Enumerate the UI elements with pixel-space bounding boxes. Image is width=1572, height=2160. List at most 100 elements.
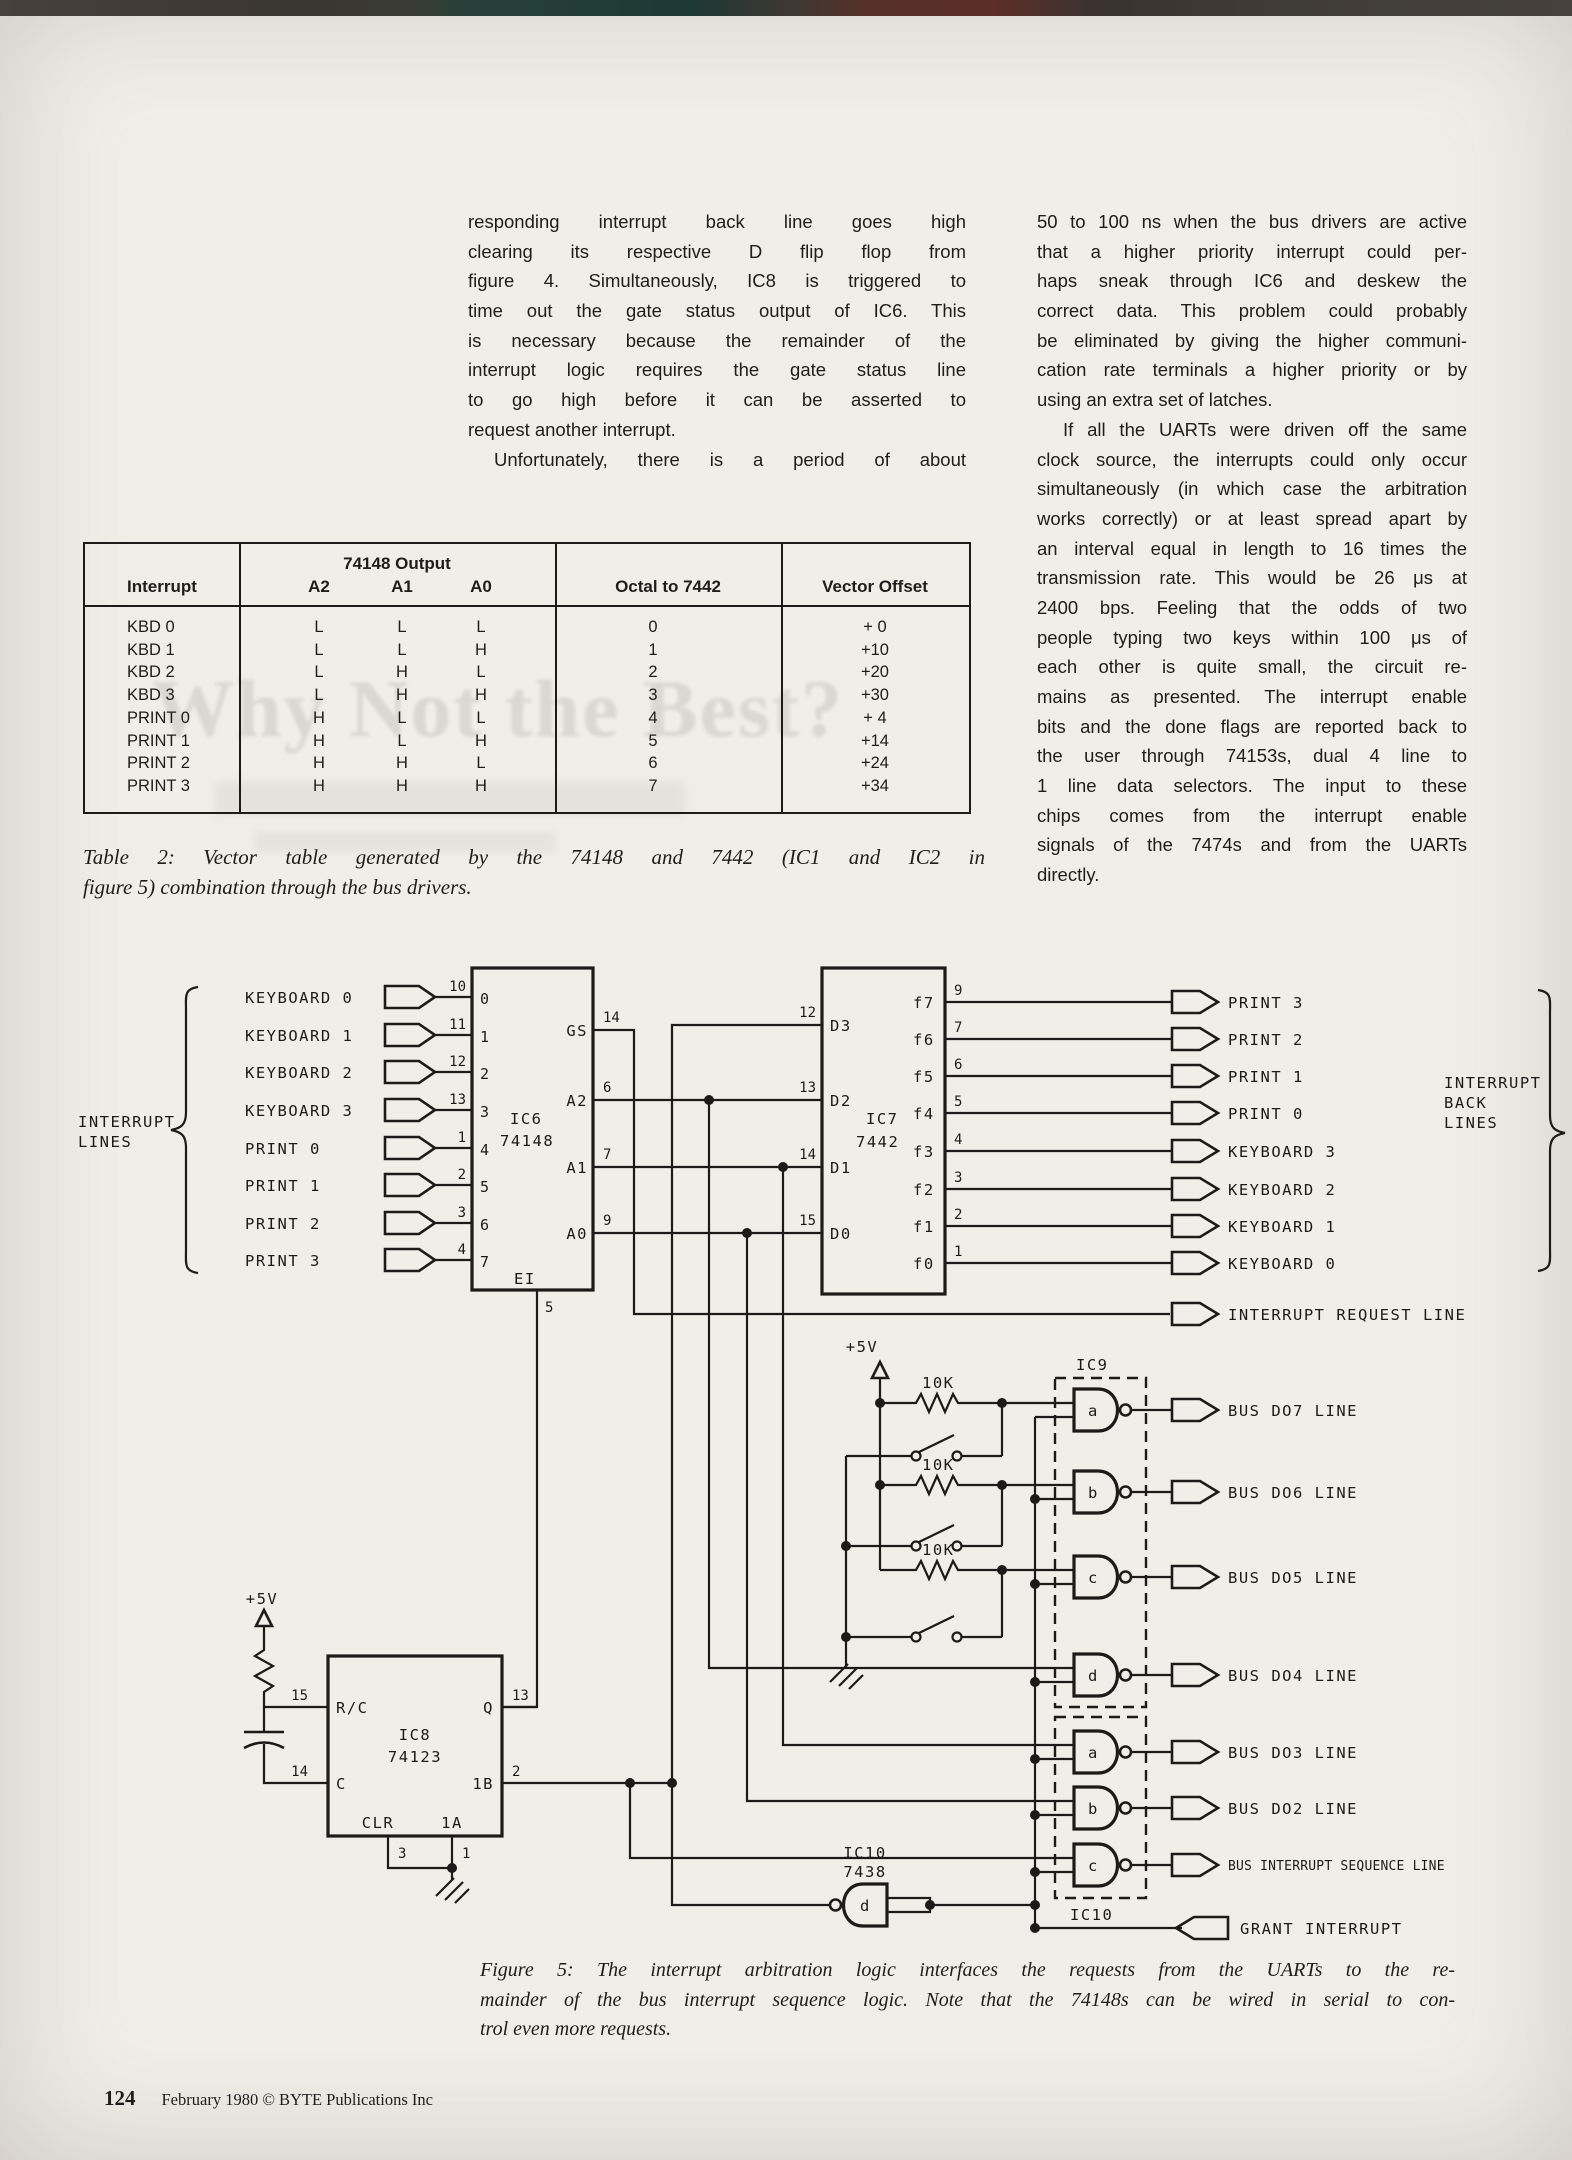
pin-number: 7 (954, 1020, 962, 1036)
table-cell-a0: H (475, 776, 487, 795)
table-cell-octal: 2 (648, 663, 658, 682)
table-caption-line: figure 5) combination through the bus dr… (83, 875, 472, 899)
ic6-input-number: 2 (480, 1065, 489, 1083)
pin-number: 7 (603, 1147, 611, 1163)
table-header-a2: A2 (308, 577, 330, 596)
ic6-input-number: 3 (480, 1103, 489, 1121)
gate-letter: a (1088, 1744, 1099, 1762)
ic7-name: IC7 (866, 1110, 899, 1128)
table-cell-a1: L (397, 731, 407, 750)
input-label: KEYBOARD 2 (245, 1064, 353, 1082)
resistor-value: 10K (922, 1541, 955, 1559)
ic8-pin-label: Q (483, 1699, 494, 1717)
ic6-chip (470, 966, 595, 1292)
table-caption: Table 2: Vector table generated by the 7… (83, 842, 985, 902)
table-cell-interrupt: KBD 0 (127, 618, 175, 636)
figure-caption-line: mainder of the bus interrupt sequence lo… (480, 1988, 1455, 2011)
pin-number: 3 (398, 1846, 406, 1862)
pin-number: 3 (458, 1205, 466, 1221)
table-cell-octal: 4 (648, 708, 658, 727)
body-text-line: 2400 bps. Feeling that the odds of two (1037, 596, 1467, 618)
wires (252, 995, 1182, 1930)
table-cell-a0: L (476, 618, 486, 636)
body-text-line: figure 4. Simultaneously, IC8 is trigger… (468, 270, 966, 292)
table-cell-offset: +34 (861, 776, 889, 795)
body-column-left: responding interrupt back line goes high… (468, 207, 966, 474)
table-cell-a2: L (314, 640, 324, 659)
input-label: PRINT 1 (245, 1177, 321, 1195)
bus-line-label: BUS DO7 LINE (1228, 1402, 1358, 1420)
table-rule (555, 544, 558, 812)
pin-number: 3 (954, 1170, 962, 1186)
table-header-vector: Vector Offset (822, 577, 928, 596)
bus-line-label: BUS DO2 LINE (1228, 1800, 1358, 1818)
nand-gate-icon (828, 1387, 1133, 1928)
gate-letter: c (1088, 1857, 1099, 1875)
figure5-schematic: INTERRUPT LINES KEYBOARD 0 KEYBOARD 1 KE… (78, 966, 1566, 1941)
ic6-name: IC6 (510, 1110, 543, 1128)
table-cell-a1: H (396, 686, 408, 705)
gate-letter: d (1088, 1667, 1099, 1685)
table-cell-a2: L (314, 618, 324, 636)
pin-number: 13 (799, 1080, 816, 1096)
body-text-line: works correctly) or at least spread apar… (1037, 507, 1467, 529)
resistor-value: 10K (922, 1456, 955, 1474)
pin-number: 12 (799, 1005, 816, 1021)
grant-interrupt-label: GRANT INTERRUPT (1240, 1920, 1402, 1938)
table-cell-a1: H (396, 776, 408, 795)
pin-number: 15 (291, 1688, 308, 1704)
back-line-label: PRINT 3 (1228, 994, 1304, 1012)
table-cell-interrupt: PRINT 0 (127, 708, 190, 727)
pin-number: 12 (449, 1054, 466, 1070)
table-cell-interrupt: PRINT 3 (127, 776, 190, 795)
bleed-through-headline: Why Not the Best? (152, 663, 845, 754)
table-cell-octal: 1 (648, 640, 658, 659)
table-rule (239, 544, 242, 812)
body-text-line: request another interrupt. (468, 418, 676, 440)
ic10d-name: IC10 (843, 1844, 886, 1862)
table-cell-octal: 7 (648, 776, 658, 795)
table-cell-a1: H (396, 663, 408, 682)
ic8-part: 74123 (388, 1748, 442, 1766)
ic6-input-number: 6 (480, 1216, 489, 1234)
table-cell-a0: H (475, 731, 487, 750)
pin-number: 1 (458, 1130, 466, 1146)
interrupt-request-label: INTERRUPT REQUEST LINE (1228, 1306, 1466, 1324)
pin-number: 14 (799, 1147, 816, 1163)
body-text-line: responding interrupt back line goes high (468, 211, 966, 232)
body-text-line: bits and the done flags are reported bac… (1037, 715, 1467, 737)
grant-arrow-icon (1173, 1915, 1230, 1941)
body-text-line: transmission rate. This would be 26 μs a… (1037, 567, 1467, 589)
interrupt-back-lines-label: BACK (1444, 1094, 1487, 1112)
table-rule (781, 544, 784, 812)
ic6-output-label: A1 (566, 1159, 588, 1177)
interrupt-lines-label: INTERRUPT (78, 1113, 176, 1131)
pin-number: 1 (954, 1244, 962, 1260)
body-text-line: haps sneak through IC6 and deskew the (1037, 270, 1467, 292)
footer-text: February 1980 © BYTE Publications Inc (161, 2090, 433, 2109)
table-header-octal: Octal to 7442 (615, 577, 721, 596)
ic7-f-label: f7 (913, 994, 935, 1012)
pin-number: 14 (603, 1010, 620, 1026)
table-cell-a2: H (313, 708, 325, 727)
interrupt-back-lines-label: LINES (1444, 1114, 1498, 1132)
scan-edge-strip (0, 0, 1572, 16)
plus5v-arrow-icon (253, 1607, 275, 1628)
table-cell-interrupt: KBD 3 (127, 686, 175, 705)
bus-arrow-icon (1170, 989, 1230, 1941)
gate-letter: a (1088, 1402, 1099, 1420)
plus5v-label: +5V (246, 1590, 279, 1608)
ic10-dashed-box (1053, 1715, 1148, 1900)
ic8-pin-label: 1A (441, 1814, 463, 1832)
body-text-line: be eliminated by giving the higher commu… (1037, 329, 1467, 351)
body-text-line: chips comes from the interrupt enable (1037, 804, 1467, 826)
body-text-line: mains as presented. The interrupt enable (1037, 686, 1467, 707)
ic6-input-number: 1 (480, 1028, 489, 1046)
back-line-label: PRINT 1 (1228, 1068, 1304, 1086)
back-line-label: KEYBOARD 2 (1228, 1181, 1336, 1199)
back-line-label: PRINT 0 (1228, 1105, 1304, 1123)
ic8-name: IC8 (399, 1726, 432, 1744)
